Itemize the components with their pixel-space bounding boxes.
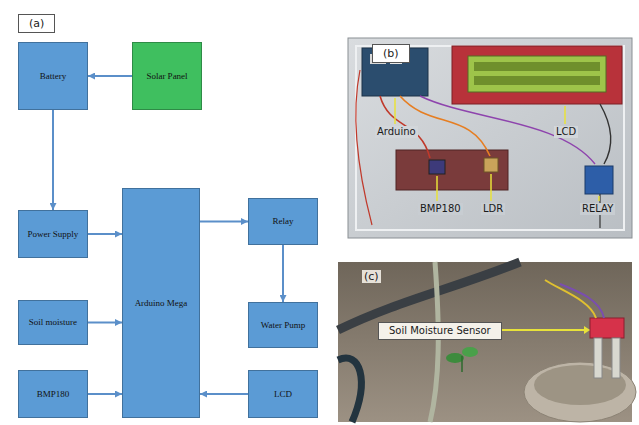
part-label: Arduino [375, 126, 418, 138]
process-box: Soil moisture [18, 300, 88, 345]
process-box: Battery [18, 42, 88, 110]
process-box: Relay [248, 198, 318, 245]
box-label: Power Supply [26, 229, 81, 239]
box-label: Soil moisture [27, 317, 79, 327]
flow-arrow [88, 233, 122, 235]
box-label: Battery [38, 71, 69, 81]
field-photo [338, 262, 636, 422]
panel-letter: (c) [362, 270, 381, 283]
process-box: Power Supply [18, 210, 88, 258]
process-box: Solar Panel [132, 42, 202, 110]
box-label: Relay [271, 216, 296, 226]
part-label: RELAY [580, 203, 615, 215]
flow-arrow [200, 393, 248, 395]
box-label: Arduino Mega [133, 298, 190, 308]
process-box: LCD [248, 370, 318, 418]
panel-letter: (a) [18, 14, 55, 33]
part-label: LCD [554, 126, 578, 138]
flow-arrow [88, 75, 132, 77]
box-label: LCD [272, 389, 294, 399]
process-box: Arduino Mega [122, 188, 200, 418]
callout-label: Soil Moisture Sensor [378, 322, 502, 340]
panel-letter: (b) [372, 44, 410, 63]
flow-arrow [200, 221, 248, 223]
part-label: LDR [481, 203, 505, 215]
box-label: Water Pump [259, 320, 308, 330]
flow-arrow [52, 110, 54, 210]
process-box: BMP180 [18, 370, 88, 418]
flow-arrow [88, 393, 122, 395]
box-label: Solar Panel [144, 71, 189, 81]
controller-photo [348, 38, 632, 238]
flow-arrow [88, 322, 122, 324]
flow-arrow [282, 245, 284, 302]
process-box: Water Pump [248, 302, 318, 348]
part-label: BMP180 [418, 203, 463, 215]
box-label: BMP180 [35, 389, 72, 399]
